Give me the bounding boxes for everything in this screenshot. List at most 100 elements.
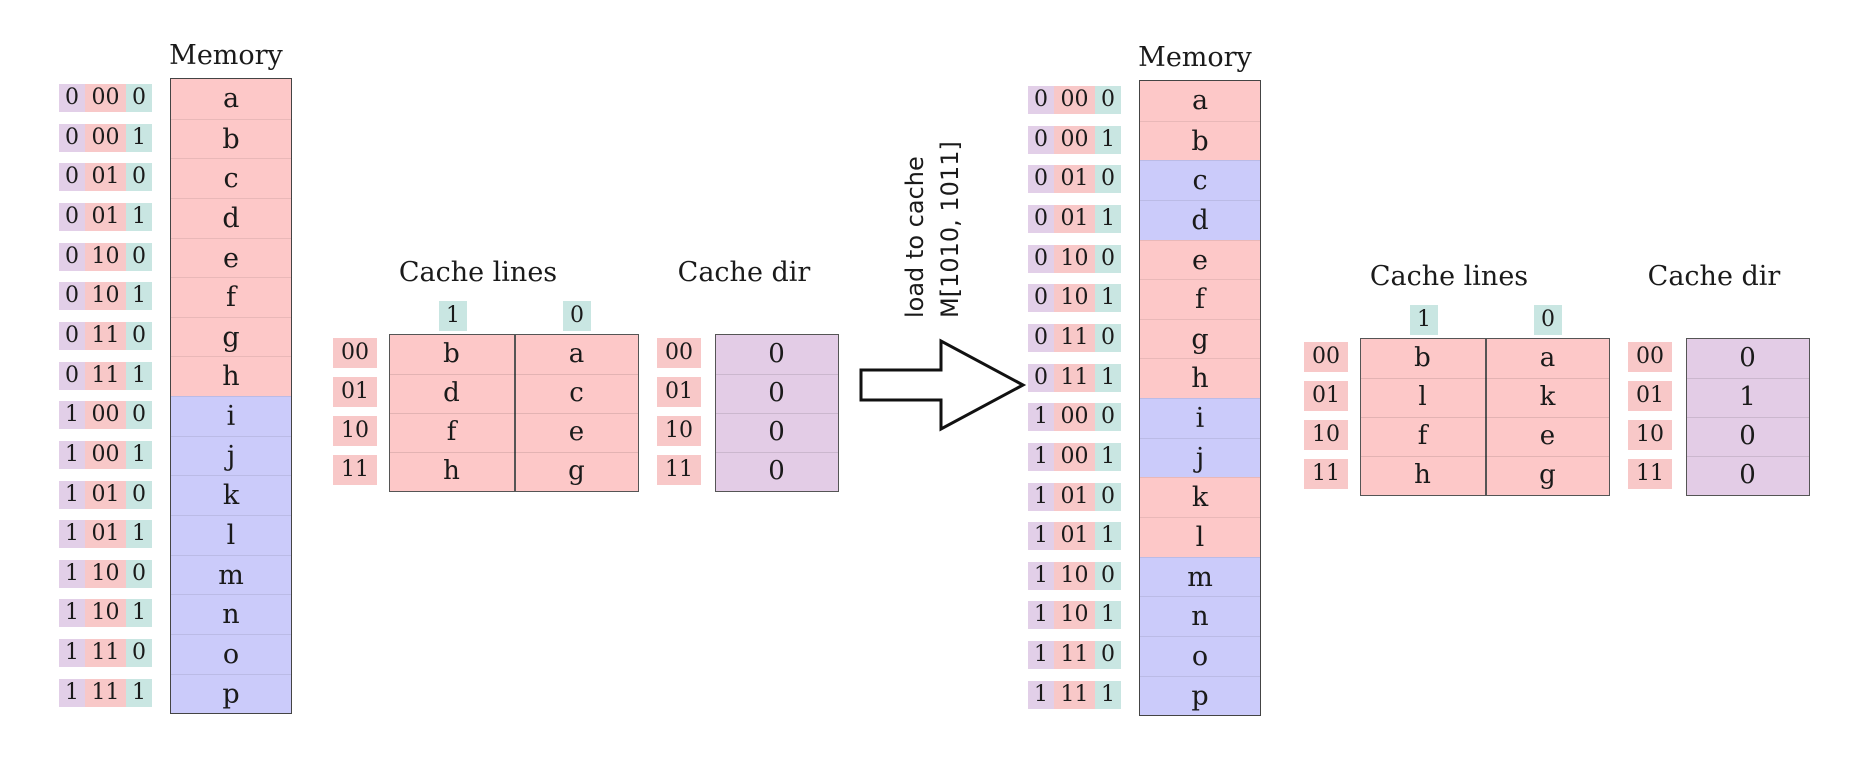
cache-cell: h — [1414, 460, 1431, 490]
address-bits: 11 — [1054, 641, 1095, 670]
memory-cell: i — [1140, 398, 1260, 438]
col-header-tag: 0 — [563, 301, 591, 331]
address-bits: 1 — [1095, 601, 1121, 630]
memory-cell: o — [171, 633, 291, 674]
memory-cell: f — [171, 277, 291, 317]
memory-cell: i — [171, 396, 291, 436]
address-bits: 0 — [1095, 323, 1121, 352]
address-bits: 0 — [59, 123, 85, 152]
cache-cell: b — [443, 339, 460, 369]
address-bits: 1 — [126, 202, 152, 231]
memory-cell: a — [171, 79, 291, 119]
address-bits: 0 — [1095, 641, 1121, 670]
memory-cell: e — [171, 237, 291, 278]
address-bits: 0 — [1028, 284, 1054, 313]
grid-row-divider — [716, 374, 838, 375]
address-bits: 0 — [126, 559, 152, 588]
dir-cell: 0 — [1739, 343, 1756, 373]
cache-cell: f — [1417, 421, 1428, 451]
address-bits: 1 — [126, 599, 152, 628]
memory-cell: h — [1140, 358, 1260, 399]
cache-cell: d — [443, 378, 460, 408]
address-bits: 1 — [1095, 363, 1121, 392]
cache-cell: l — [1418, 382, 1427, 412]
address-bits: 1 — [59, 401, 85, 430]
address-bits: 0 — [126, 401, 152, 430]
cache-cell: a — [568, 339, 585, 369]
address-bits: 00 — [85, 440, 126, 469]
address-bits: 11 — [1054, 363, 1095, 392]
address-bits: 0 — [126, 639, 152, 668]
grid-row-divider — [716, 452, 838, 453]
memory-title: Memory — [1138, 42, 1252, 73]
address-bits: 10 — [85, 599, 126, 628]
address-bits: 1 — [59, 520, 85, 549]
dir-tag: 11 — [657, 455, 701, 485]
address-bits: 11 — [85, 321, 126, 350]
memory-cell: k — [1140, 477, 1260, 518]
cache-cell: a — [1539, 343, 1556, 373]
address-bits: 10 — [85, 282, 126, 311]
grid-row-divider — [1361, 378, 1609, 379]
memory-cell: g — [171, 316, 291, 357]
cache-lines-title: Cache lines — [1369, 261, 1529, 292]
row-tag: 11 — [1304, 459, 1348, 489]
memory-cell: n — [171, 594, 291, 634]
address-bits: 10 — [85, 242, 126, 271]
address-bits: 0 — [1028, 323, 1054, 352]
address-bits: 0 — [1095, 244, 1121, 273]
memory-cell: b — [1140, 120, 1260, 161]
memory-cell: o — [1140, 635, 1260, 676]
grid-row-divider — [390, 452, 638, 453]
cache-cell: e — [1539, 421, 1556, 451]
cache-cell: g — [568, 456, 585, 486]
row-tag: 11 — [333, 455, 377, 485]
grid-row-divider — [390, 374, 638, 375]
cache-cell: e — [568, 417, 585, 447]
address-bits: 1 — [59, 480, 85, 509]
address-bits: 0 — [1095, 86, 1121, 114]
memory-cell: l — [1140, 517, 1260, 557]
cache-cell: b — [1414, 343, 1431, 373]
address-bits: 1 — [1028, 522, 1054, 551]
grid-row-divider — [1687, 378, 1809, 379]
dir-cell: 0 — [768, 417, 785, 447]
grid-row-divider — [1687, 417, 1809, 418]
dir-tag: 01 — [657, 377, 701, 407]
address-bits: 0 — [1028, 86, 1054, 114]
address-bits: 0 — [1095, 165, 1121, 194]
address-bits: 0 — [1028, 204, 1054, 233]
cache-dir-title: Cache dir — [677, 257, 811, 288]
address-bits: 1 — [59, 440, 85, 469]
address-bits: 1 — [126, 123, 152, 152]
address-bits: 11 — [85, 678, 126, 707]
memory-cell: l — [171, 515, 291, 555]
dir-tag: 10 — [657, 416, 701, 446]
arrow-label-line1: load to cache — [901, 156, 929, 318]
address-bits: 0 — [1028, 363, 1054, 392]
address-bits: 0 — [59, 84, 85, 112]
dir-cell: 0 — [768, 456, 785, 486]
col-header-tag: 1 — [439, 301, 467, 331]
address-bits: 0 — [59, 242, 85, 271]
memory-cell: p — [1140, 675, 1260, 716]
